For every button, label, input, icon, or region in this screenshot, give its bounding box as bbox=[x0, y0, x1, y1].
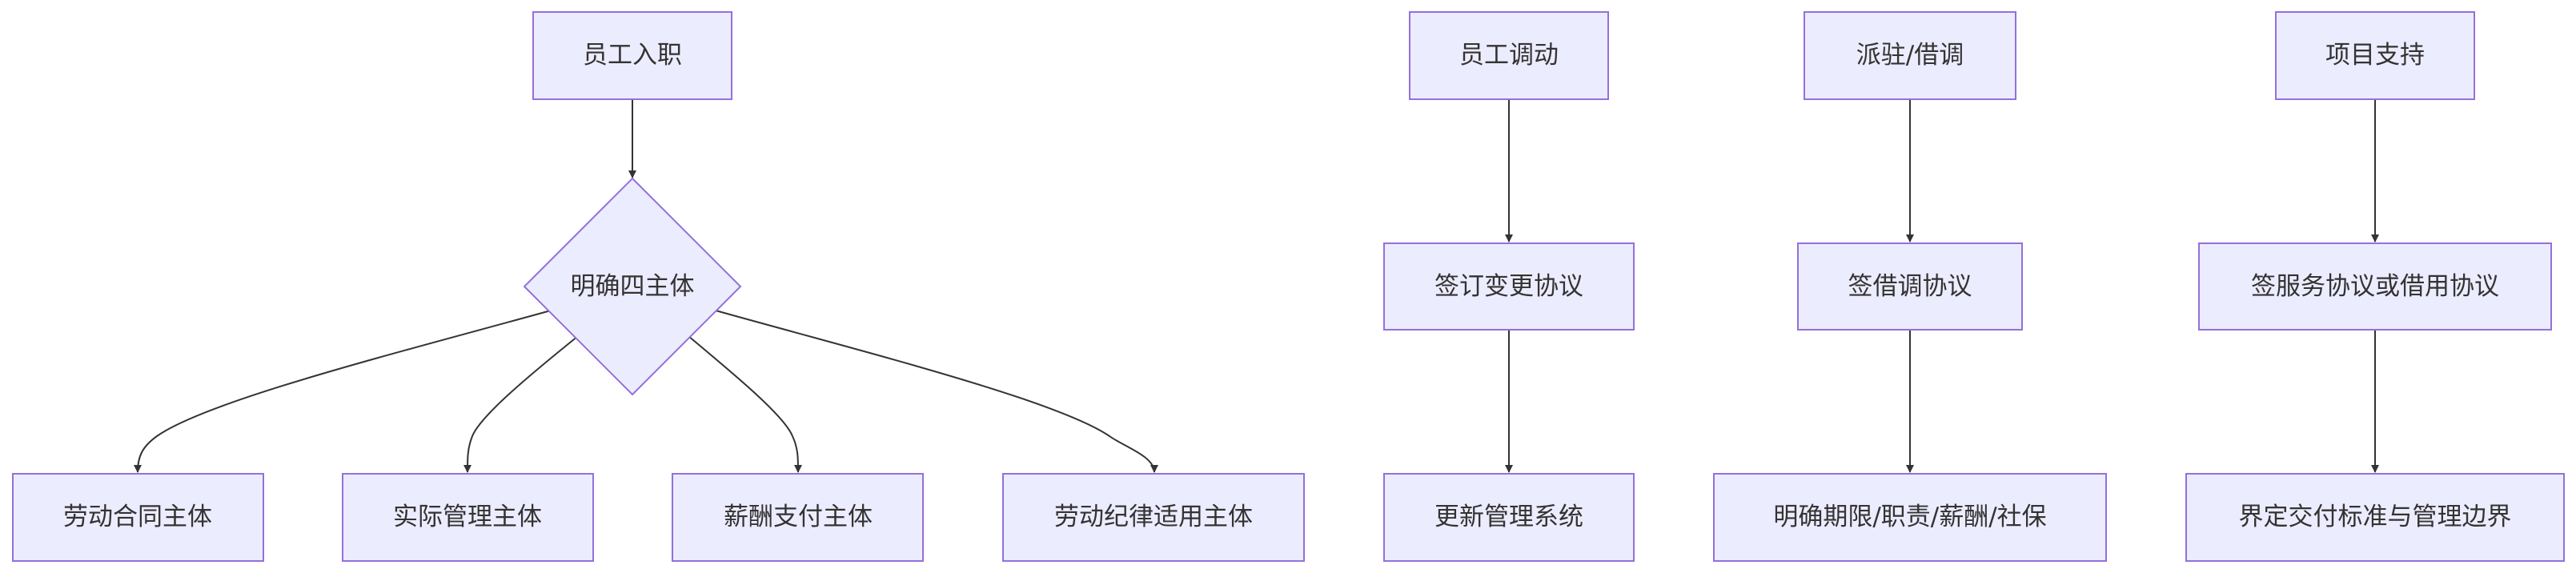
node-update-management-system-label: 更新管理系统 bbox=[1434, 503, 1583, 531]
node-clarify-term-duties: 明确期限/职责/薪酬/社保 bbox=[1713, 473, 2107, 562]
node-four-subjects-label: 明确四主体 bbox=[571, 272, 695, 301]
node-sign-secondment-agreement: 签借调协议 bbox=[1797, 242, 2023, 331]
node-salary-payment-subject: 薪酬支付主体 bbox=[672, 473, 924, 562]
nodes: 员工入职 明确四主体 劳动合同主体 实际管理主体 薪酬支付主体 劳动纪律适用主体… bbox=[12, 11, 2565, 562]
node-project-support: 项目支持 bbox=[2275, 11, 2475, 100]
node-labor-contract-subject: 劳动合同主体 bbox=[12, 473, 264, 562]
node-secondment-label: 派驻/借调 bbox=[1856, 41, 1964, 70]
edge-four-subjects-to-labor-contract bbox=[134, 310, 552, 473]
node-transfer-label: 员工调动 bbox=[1459, 41, 1559, 70]
node-labor-contract-subject-label: 劳动合同主体 bbox=[63, 503, 212, 531]
node-salary-payment-subject-label: 薪酬支付主体 bbox=[724, 503, 873, 531]
node-labor-discipline-subject: 劳动纪律适用主体 bbox=[1002, 473, 1305, 562]
node-define-delivery-boundary-label: 界定交付标准与管理边界 bbox=[2239, 503, 2512, 531]
node-sign-service-agreement: 签服务协议或借用协议 bbox=[2198, 242, 2552, 331]
node-sign-change-agreement-label: 签订变更协议 bbox=[1434, 272, 1583, 301]
node-transfer: 员工调动 bbox=[1409, 11, 1609, 100]
node-actual-management-subject: 实际管理主体 bbox=[342, 473, 594, 562]
node-sign-secondment-agreement-label: 签借调协议 bbox=[1848, 272, 1972, 301]
node-onboarding: 员工入职 bbox=[532, 11, 732, 100]
node-update-management-system: 更新管理系统 bbox=[1383, 473, 1635, 562]
node-secondment: 派驻/借调 bbox=[1804, 11, 2016, 100]
node-four-subjects-decision: 明确四主体 bbox=[523, 177, 742, 396]
edges bbox=[134, 99, 2379, 473]
node-onboarding-label: 员工入职 bbox=[583, 41, 682, 70]
edge-four-subjects-to-labor-discipline bbox=[715, 310, 1158, 473]
node-actual-management-subject-label: 实际管理主体 bbox=[393, 503, 542, 531]
node-define-delivery-boundary: 界定交付标准与管理边界 bbox=[2185, 473, 2565, 562]
node-labor-discipline-subject-label: 劳动纪律适用主体 bbox=[1054, 503, 1253, 531]
node-project-support-label: 项目支持 bbox=[2325, 41, 2425, 70]
edge-four-subjects-to-salary-payment bbox=[688, 335, 802, 473]
node-sign-change-agreement: 签订变更协议 bbox=[1383, 242, 1635, 331]
edge-four-subjects-to-actual-management bbox=[463, 335, 579, 473]
node-sign-service-agreement-label: 签服务协议或借用协议 bbox=[2251, 272, 2499, 301]
node-clarify-term-duties-label: 明确期限/职责/薪酬/社保 bbox=[1773, 503, 2046, 531]
